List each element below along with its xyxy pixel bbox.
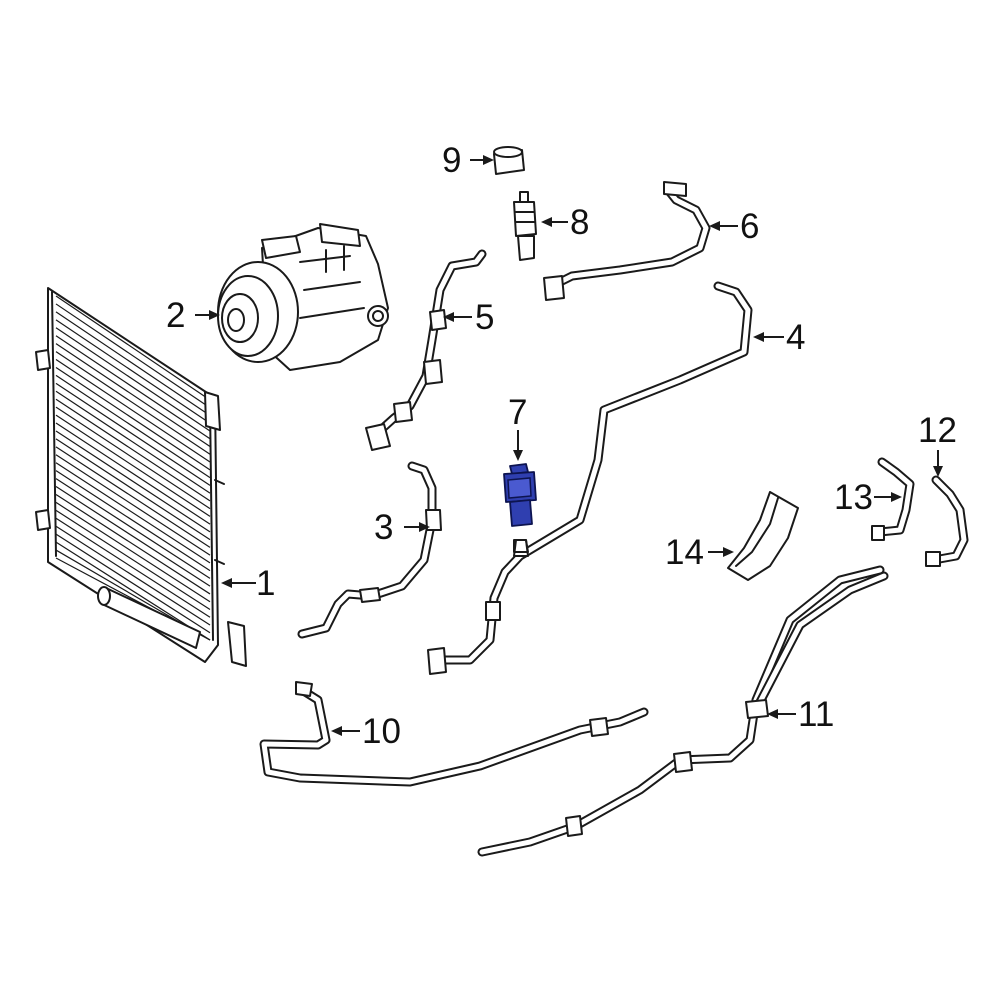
condenser-fin — [55, 478, 211, 579]
svg-text:1: 1 — [256, 564, 275, 603]
svg-text:5: 5 — [475, 298, 494, 337]
cap-part-9[interactable] — [493, 146, 525, 175]
condenser-fin — [55, 335, 211, 440]
callout-8: 8 — [541, 203, 589, 242]
svg-text:8: 8 — [570, 203, 589, 242]
svg-text:4: 4 — [786, 318, 805, 357]
condenser-fin — [55, 406, 211, 510]
callout-14: 14 — [665, 533, 734, 572]
condenser-fin — [55, 509, 211, 610]
condenser-fin — [55, 493, 211, 595]
condenser-fin — [55, 525, 211, 626]
hose-part-3[interactable] — [297, 461, 442, 639]
sensor-part-8[interactable] — [513, 191, 537, 261]
condenser-fin — [55, 486, 211, 587]
callout-9: 9 — [442, 141, 494, 180]
line-part-4[interactable] — [427, 281, 753, 675]
condenser-fin — [55, 470, 211, 572]
condenser-fin — [55, 390, 211, 494]
svg-text:11: 11 — [798, 695, 834, 734]
svg-text:9: 9 — [442, 141, 461, 180]
condenser-fin — [55, 438, 211, 541]
condenser-fin — [55, 295, 211, 401]
condenser-fin — [55, 351, 211, 455]
condenser-fin — [55, 422, 211, 525]
svg-text:3: 3 — [374, 508, 393, 547]
condenser-fin — [55, 366, 211, 471]
condenser-fin — [55, 311, 211, 417]
callout-6: 6 — [709, 207, 759, 246]
callout-13: 13 — [834, 478, 902, 517]
condenser-fin — [55, 382, 211, 486]
svg-text:14: 14 — [665, 533, 704, 572]
line-part-5[interactable] — [365, 249, 487, 451]
callout-1: 1 — [221, 564, 275, 603]
line-part-12[interactable] — [925, 475, 969, 567]
condenser-fin — [55, 319, 211, 424]
svg-text:10: 10 — [362, 712, 401, 751]
condenser-fin — [55, 446, 211, 548]
condenser-part-1[interactable] — [35, 287, 247, 667]
condenser-fin — [55, 517, 211, 618]
callout-10: 10 — [331, 712, 401, 751]
condenser-fin — [55, 398, 211, 502]
condenser-fin — [55, 533, 211, 634]
condenser-fin — [55, 327, 211, 432]
callout-3: 3 — [374, 508, 430, 547]
condenser-fin — [55, 414, 211, 517]
line-part-10[interactable] — [259, 681, 649, 787]
line-part-13[interactable] — [871, 457, 915, 541]
condenser-fin — [55, 343, 211, 448]
svg-text:6: 6 — [740, 207, 759, 246]
compressor-part-2[interactable] — [217, 223, 389, 371]
callout-2: 2 — [166, 296, 220, 335]
condenser-fin — [55, 374, 211, 479]
condenser-fin — [55, 501, 211, 603]
condenser-fin — [55, 454, 211, 556]
callout-12: 12 — [918, 411, 957, 477]
svg-text:13: 13 — [834, 478, 873, 517]
callout-11: 11 — [767, 695, 834, 734]
line-part-6[interactable] — [543, 181, 711, 301]
callout-5: 5 — [443, 298, 494, 337]
condenser-fin — [55, 359, 211, 463]
svg-text:12: 12 — [918, 411, 957, 450]
svg-text:2: 2 — [166, 296, 185, 335]
callout-4: 4 — [753, 318, 805, 357]
condenser-fin — [55, 430, 211, 533]
line-part-11[interactable] — [477, 565, 889, 857]
condenser-fin — [55, 462, 211, 564]
svg-text:7: 7 — [508, 393, 527, 432]
condenser-fin — [55, 303, 211, 409]
callout-7: 7 — [508, 393, 527, 461]
shield-part-14[interactable] — [727, 491, 799, 581]
pressure-switch-part-7[interactable] — [503, 463, 537, 553]
